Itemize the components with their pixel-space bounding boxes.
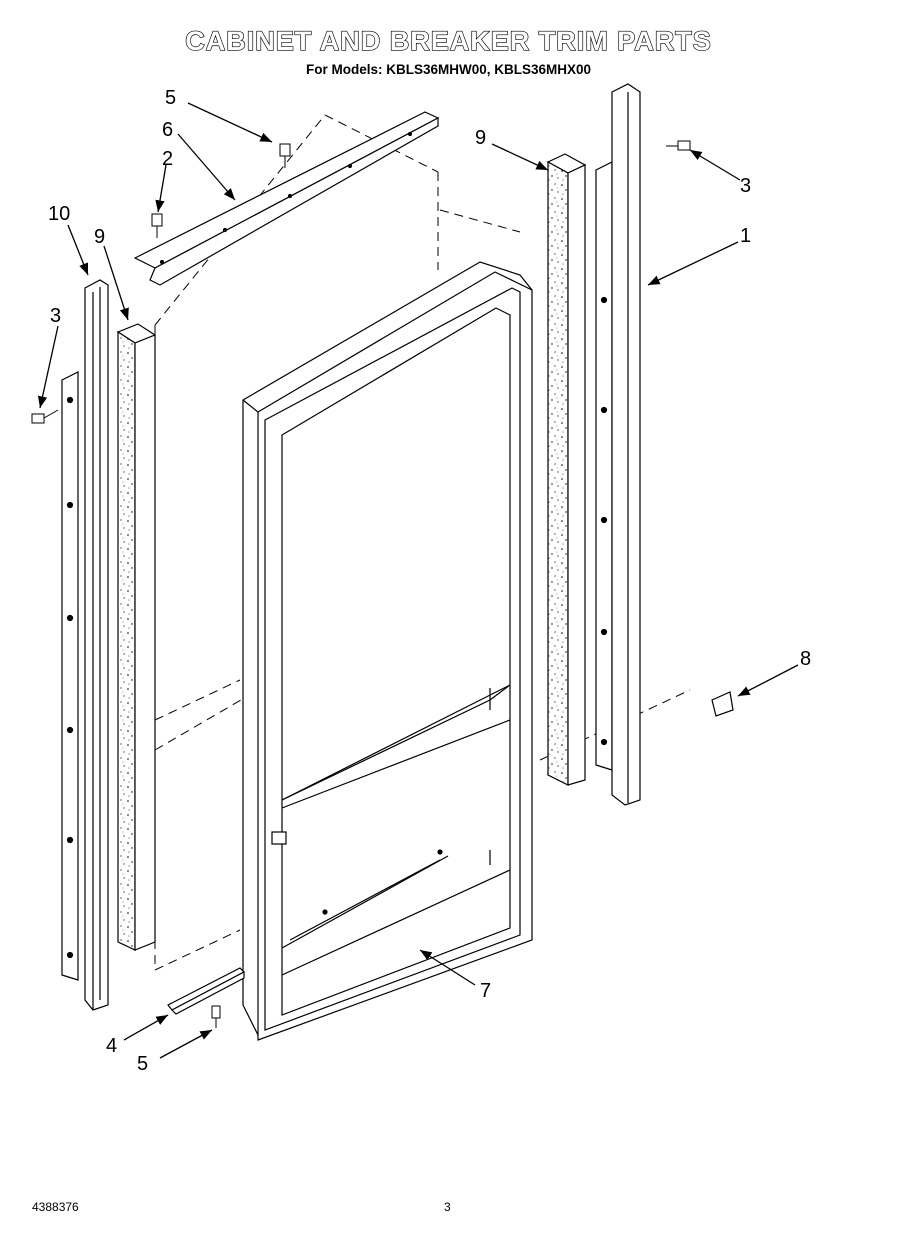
callout-2: 2 [162,148,173,170]
callout-7: 7 [480,980,491,1002]
page-title: CABINET AND BREAKER TRIM PARTS [185,25,712,56]
callout-5-bottom: 5 [137,1053,148,1075]
screw-icon [31,140,691,1028]
callout-4: 4 [106,1035,117,1057]
callout-5-top: 5 [165,87,176,109]
door-frame [242,261,533,1041]
callout-9-right: 9 [475,127,486,149]
callout-8: 8 [800,648,811,670]
callout-9-left: 9 [94,226,105,248]
page-number: 3 [444,1200,451,1214]
clip-part [711,691,734,717]
models-subtitle: For Models: KBLS36MHW00, KBLS36MHX00 [305,62,592,77]
callout-6: 6 [162,119,173,141]
callout-3-left: 3 [50,305,61,327]
callout-arrows [37,102,799,1059]
left-foam-gasket [116,323,157,951]
callout-10: 10 [48,203,70,225]
left-outer-trim [84,279,109,1011]
document-number: 4388376 [32,1200,79,1214]
callout-1: 1 [740,225,751,247]
right-foam-gasket [546,153,587,786]
top-trim-strip [133,111,440,286]
left-channel-bracket [61,371,79,981]
right-outer-trim [611,83,641,806]
right-channel-bracket [595,161,613,771]
callout-3-right: 3 [740,175,751,197]
bottom-trim [167,967,245,1015]
